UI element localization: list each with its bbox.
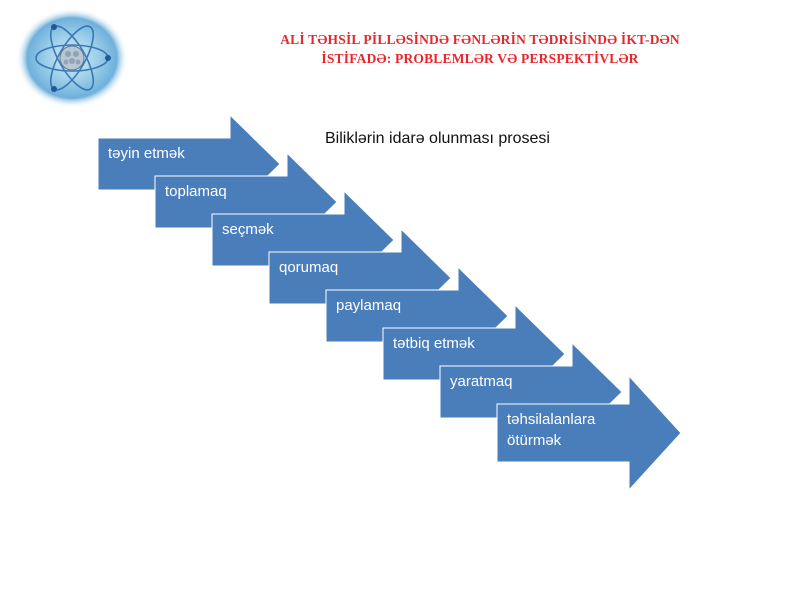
page-title-line-2: İSTİFADƏ: PROBLEMLƏR VƏ PERSPEKTİVLƏR [321, 51, 639, 66]
step-label: paylamaq [336, 297, 401, 314]
step-label: ötürmək [507, 432, 562, 449]
page-title-line-1: ALİ TƏHSİL PİLLƏSİNDƏ FƏNLƏRİN TƏDRİSİND… [280, 32, 680, 47]
atom-emblem-icon [14, 8, 130, 108]
step-label: toplamaq [165, 183, 227, 200]
diagram-caption: Biliklərin idarə olunması prosesi [325, 130, 550, 147]
page-title: ALİ TƏHSİL PİLLƏSİNDƏ FƏNLƏRİN TƏDRİSİND… [200, 30, 760, 68]
step-label: təyin etmək [108, 145, 185, 162]
step-label: yaratmaq [450, 373, 513, 390]
step-arrow-shape [496, 374, 682, 492]
step-label: tətbiq etmək [393, 335, 475, 352]
process-step-8: təhsilalanlara ötürmək [496, 374, 682, 492]
step-label: təhsilalanlara [507, 411, 596, 428]
step-label: seçmək [222, 221, 274, 238]
step-label: qorumaq [279, 259, 338, 276]
